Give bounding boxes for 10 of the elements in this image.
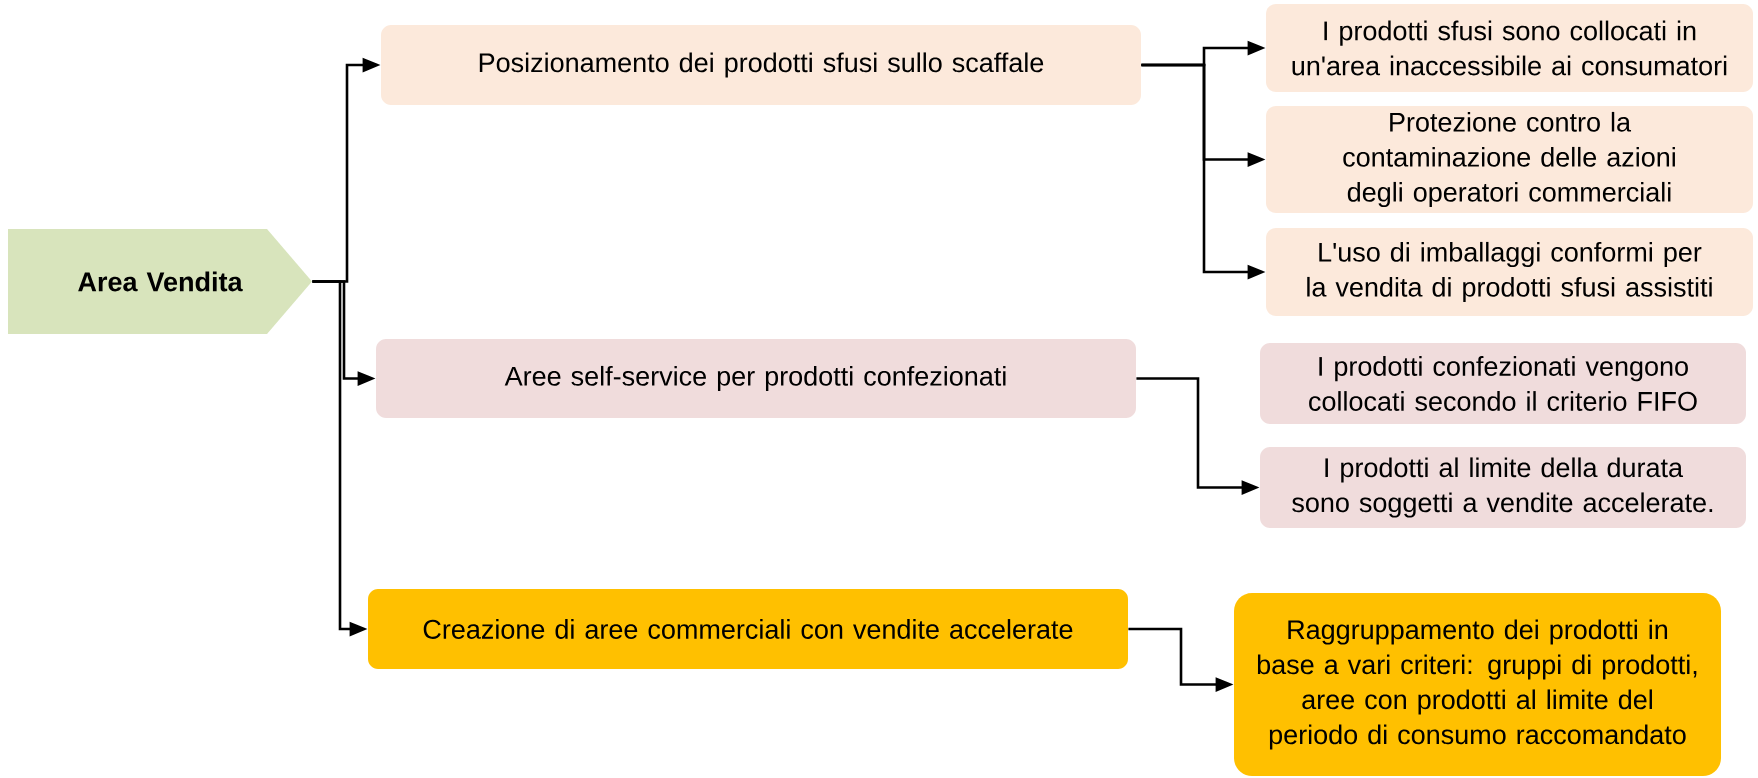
process-box: I prodotti sfusi sono collocati in un'area inaccessibile ai consumatori <box>1266 4 1753 92</box>
process-box: I prodotti confezionati vengono collocati secondo il criterio FIFO <box>1260 343 1746 424</box>
process-box: Aree self-service per prodotti confezionati <box>376 339 1136 418</box>
process-box: L'uso di imballaggi conformi per la vendita di prodotti sfusi assistiti <box>1266 228 1753 316</box>
process-box: I prodotti al limite della durata sono soggetti a vendite accelerate. <box>1260 447 1746 528</box>
process-box: Posizionamento dei prodotti sfusi sullo scaffale <box>381 25 1141 105</box>
arrow-shape-box: Area Vendita <box>8 229 312 334</box>
process-box: Creazione di aree commerciali con vendite accelerate <box>368 589 1128 669</box>
process-box: Protezione contro la contaminazione delle azioni degli operatori commerciali <box>1266 106 1753 213</box>
process-box: Raggruppamento dei prodotti in base a vari criteri: gruppi di prodotti, aree con prodotti al limite del periodo di consumo raccomandato <box>1234 593 1721 776</box>
